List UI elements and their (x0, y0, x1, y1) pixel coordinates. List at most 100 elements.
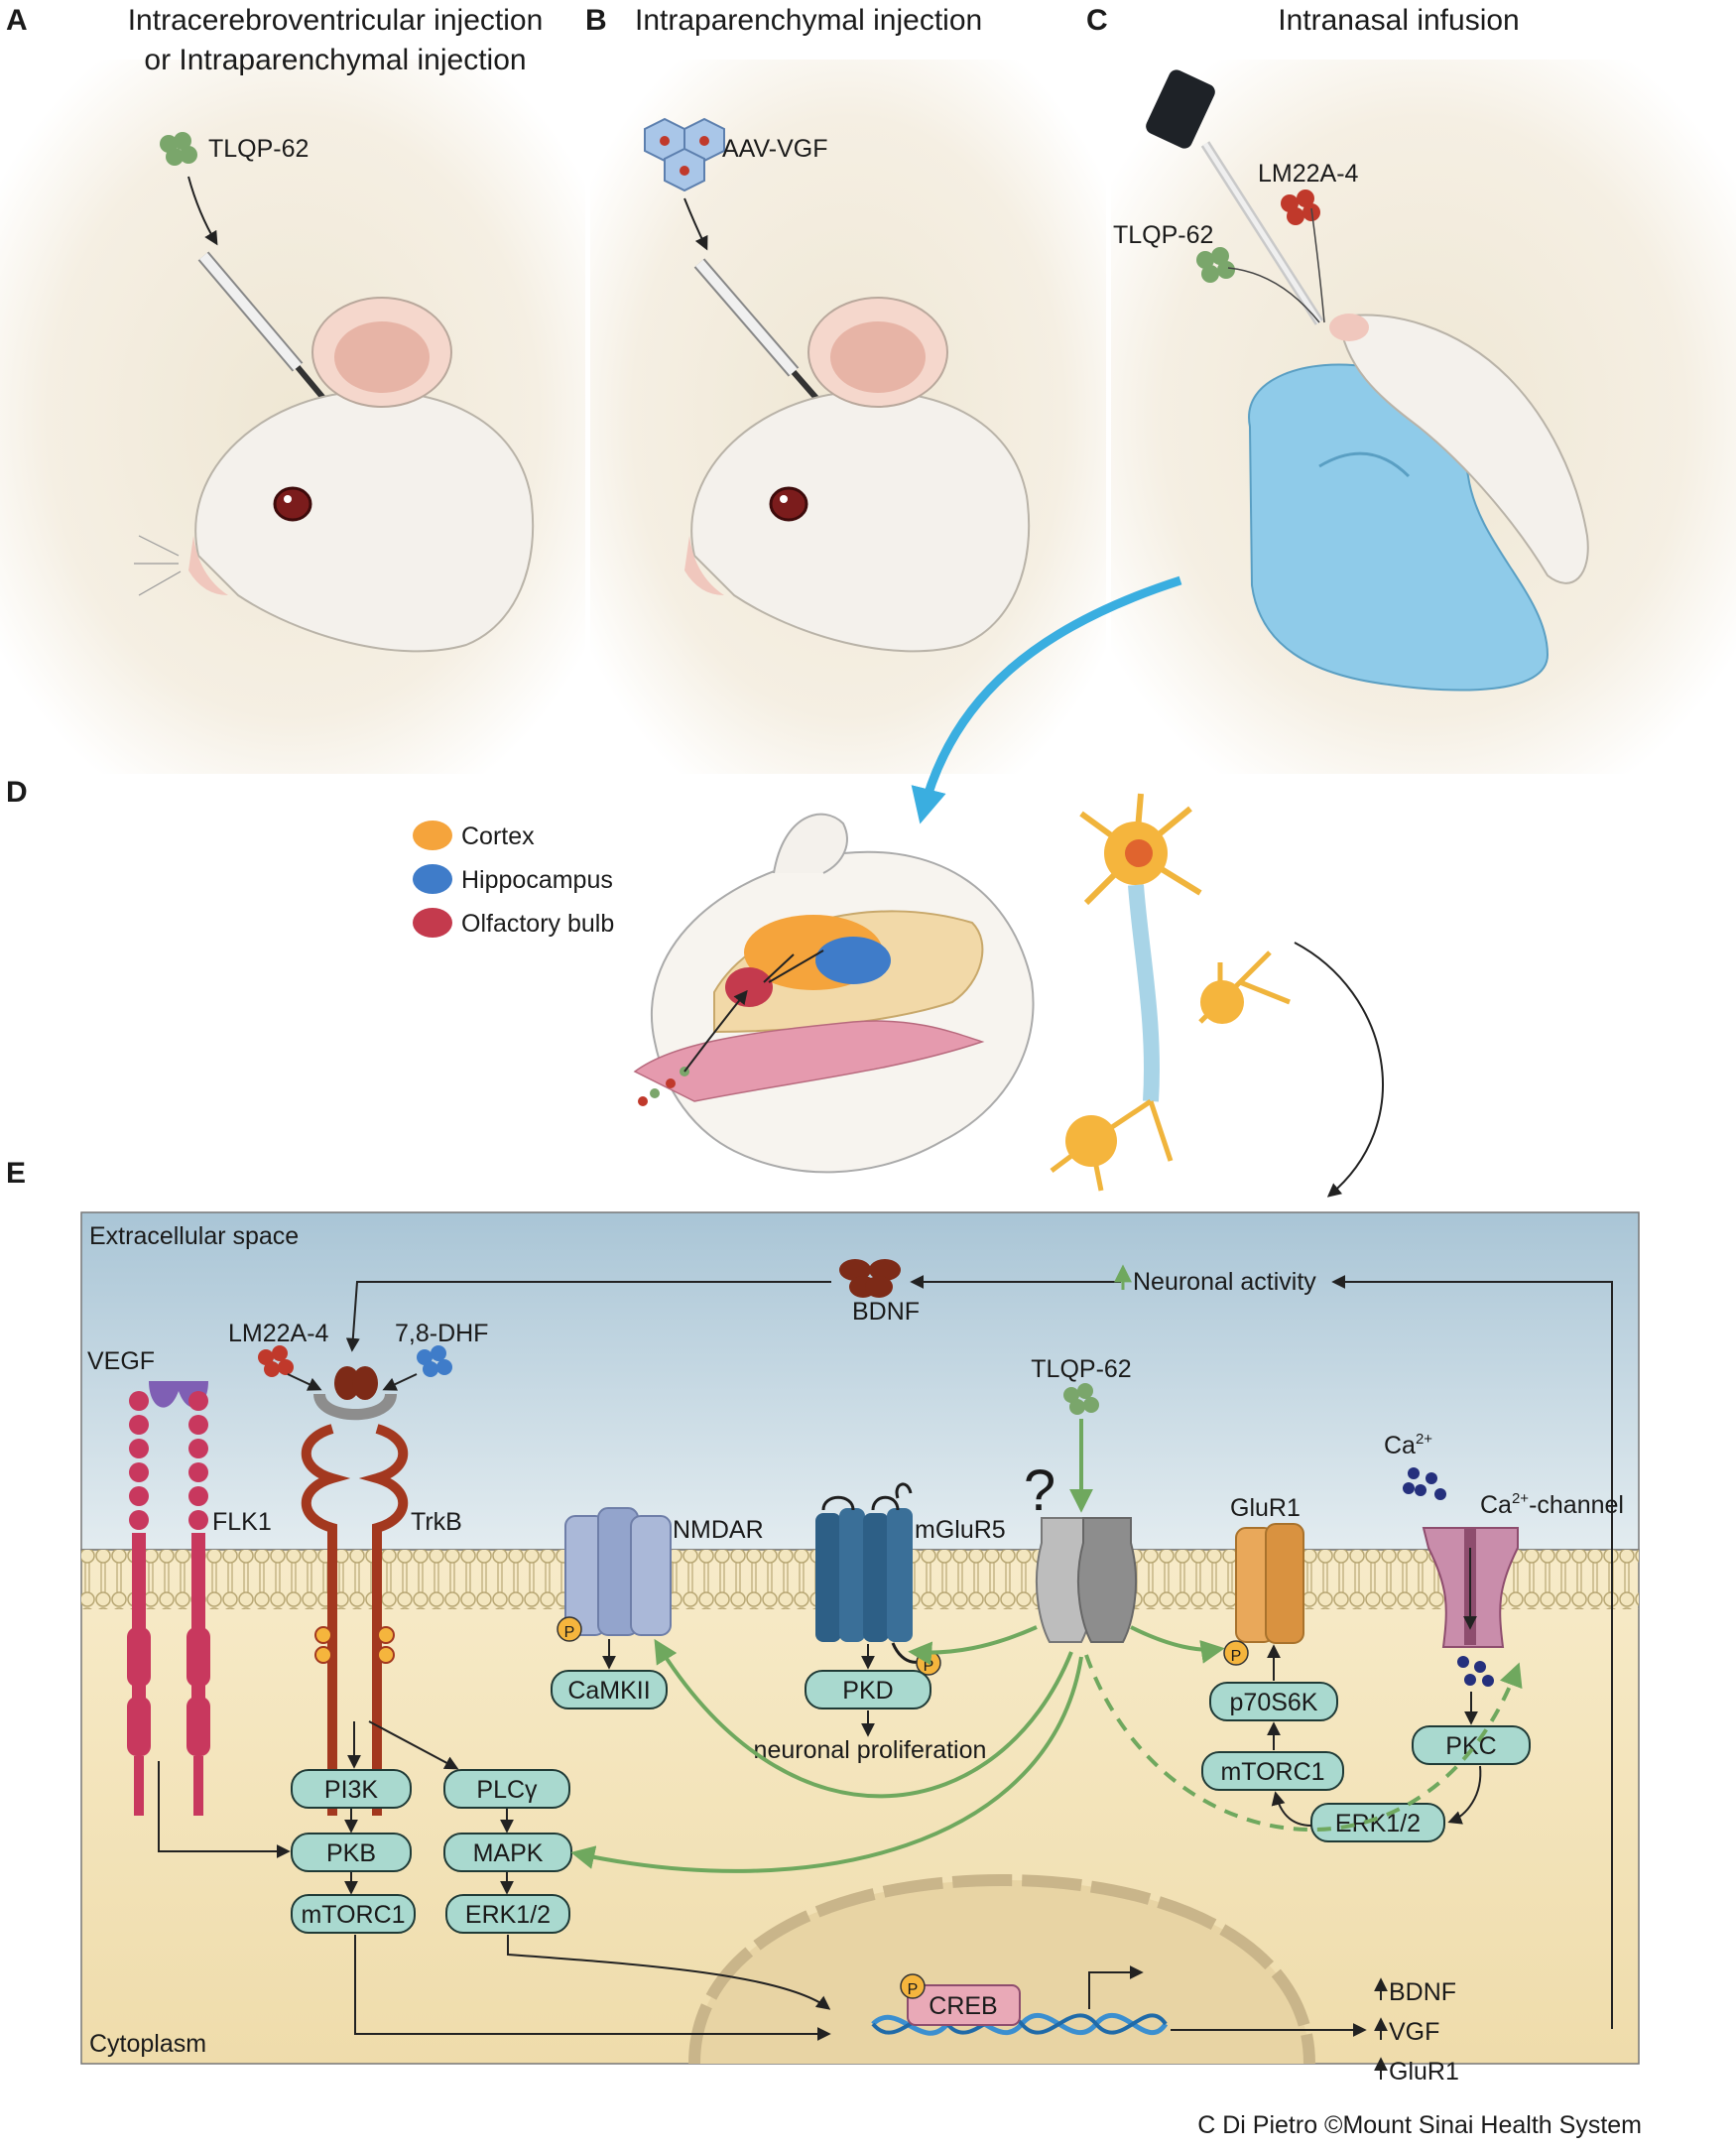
panel-c: C Intranasal infusion LM22A-4 TLQP-62 (911, 4, 1736, 824)
mglur5-receptor (815, 1482, 934, 1664)
panel-c-title: Intranasal infusion (1278, 4, 1520, 37)
lm22a4-label: LM22A-4 (228, 1320, 329, 1347)
ca-ions-extracellular (1403, 1467, 1446, 1500)
mouse-c (1329, 314, 1589, 584)
mglur5-label: mGluR5 (915, 1516, 1006, 1544)
vegf-label: VEGF (87, 1347, 155, 1375)
nmdar-label: NMDAR (673, 1516, 764, 1544)
mouse-head-sagittal (633, 813, 1035, 1174)
svg-text:P: P (924, 1658, 934, 1675)
panel-d: D Cortex Hippocampus Olfactory bulb (6, 776, 1384, 1198)
tlqp62-molecule (160, 132, 197, 166)
extracellular-space-label: Extracellular space (89, 1222, 299, 1250)
svg-text:mTORC1: mTORC1 (301, 1901, 405, 1929)
panel-letter-b: B (585, 4, 607, 37)
creb-box: CREB (907, 1984, 1021, 2026)
svg-text:CaMKII: CaMKII (567, 1677, 650, 1705)
mtorc1-right-box: mTORC1 (1201, 1751, 1344, 1791)
panel-c-compound-lm22a4: LM22A-4 (1258, 160, 1359, 188)
ca-channel-label: Ca2+-channel (1480, 1490, 1624, 1519)
svg-text:P: P (908, 1981, 919, 1998)
arrow-outputs-to-activity (1331, 1275, 1613, 2029)
tlqp62-molecule-c (1196, 247, 1235, 283)
erk-left-box: ERK1/2 (445, 1894, 570, 1934)
tlqp62-molecule-e (1063, 1383, 1099, 1415)
output-glur1: GluR1 (1389, 2058, 1459, 2086)
arrow-erk-to-creb (507, 1935, 831, 2010)
mtorc1-left-box: mTORC1 (291, 1894, 416, 1934)
panel-a-title-line1: Intracerebroventricular injection (128, 4, 544, 37)
flk1-receptor (127, 1391, 210, 1816)
lm22a4-molecule-e (258, 1345, 294, 1377)
svg-text:P: P (1231, 1648, 1242, 1665)
legend-swatch-olfactory-bulb (413, 908, 452, 938)
transcription-arrow (1088, 1965, 1144, 2009)
svg-text:p70S6K: p70S6K (1230, 1689, 1318, 1716)
ca-ions-intracellular (1457, 1656, 1494, 1687)
pkb-box: PKB (291, 1833, 412, 1872)
panel-a-compound: TLQP-62 (208, 135, 309, 163)
legend-swatch-hippocampus (413, 864, 452, 894)
nmdar-receptor (564, 1507, 672, 1636)
pkd-box: PKD (805, 1670, 931, 1709)
panel-letter-c: C (1086, 4, 1108, 37)
svg-text:PLCγ: PLCγ (476, 1776, 538, 1804)
mouse-b (684, 297, 1031, 653)
svg-text:MAPK: MAPK (473, 1839, 544, 1867)
arrow-a (187, 176, 218, 246)
panel-letter-a: A (6, 4, 28, 37)
neuronal-proliferation-label: neuronal proliferation (754, 1736, 987, 1764)
legend-swatch-cortex (413, 821, 452, 850)
arrow-mtorc1-to-creb (354, 1935, 831, 2041)
brain-region-legend: Cortex Hippocampus Olfactory bulb (413, 821, 614, 938)
panel-b-compound: AAV-VGF (722, 135, 828, 163)
credit-line: C Di Pietro ©Mount Sinai Health System (1197, 2111, 1642, 2139)
output-vgf: VGF (1389, 2018, 1439, 2046)
arrow-receptor-to-ca-channel (1084, 1654, 1523, 1833)
legend-label-cortex: Cortex (461, 822, 535, 850)
svg-text:ERK1/2: ERK1/2 (1335, 1810, 1421, 1837)
output-bdnf: BDNF (1389, 1978, 1456, 2006)
neuronal-activity-label: Neuronal activity (1133, 1268, 1316, 1296)
dhf-label: 7,8-DHF (395, 1320, 488, 1347)
arrow-receptor-to-mglur5 (908, 1625, 1038, 1666)
svg-text:CREB: CREB (929, 1992, 997, 2020)
phospho-creb: P (900, 1973, 926, 1999)
unknown-receptor (1035, 1517, 1138, 1643)
arrow-c-to-d (911, 575, 1182, 824)
unknown-receptor-question-mark: ? (1024, 1458, 1055, 1523)
dhf-molecule (417, 1345, 452, 1377)
tlqp62-label-e: TLQP-62 (1031, 1355, 1131, 1383)
pi3k-box: PI3K (291, 1769, 412, 1809)
neuron-illustration (1050, 793, 1291, 1192)
mouse-a (134, 297, 535, 653)
trkb-label: TrkB (411, 1508, 462, 1536)
panel-letter-e: E (6, 1157, 26, 1190)
panel-a: A Intracerebroventricular injection or I… (0, 4, 585, 774)
svg-text:PKC: PKC (1445, 1732, 1496, 1760)
mapk-box: MAPK (443, 1833, 572, 1872)
arrow-b (683, 197, 708, 251)
svg-text:PKB: PKB (326, 1839, 376, 1867)
panel-b-title: Intraparenchymal injection (635, 4, 982, 37)
flk1-label: FLK1 (212, 1508, 272, 1536)
phospho-glur1: P (1223, 1640, 1249, 1666)
ca-ion-label: Ca2+ (1384, 1431, 1432, 1459)
legend-label-hippocampus: Hippocampus (461, 866, 613, 894)
svg-text:ERK1/2: ERK1/2 (465, 1901, 551, 1929)
legend-label-olfactory-bulb: Olfactory bulb (461, 910, 614, 938)
panel-a-title-line2: or Intraparenchymal injection (144, 44, 526, 76)
svg-text:PI3K: PI3K (324, 1776, 379, 1804)
trkb-receptor (301, 1366, 409, 1816)
output-list: BDNF VGF GluR1 (1374, 1977, 1459, 2086)
panel-c-compound-tlqp62: TLQP-62 (1113, 221, 1213, 249)
camkii-box: CaMKII (551, 1670, 668, 1709)
bdnf-label: BDNF (852, 1298, 920, 1326)
erk-right-box: ERK1/2 (1310, 1803, 1445, 1842)
glur1-receptor (1235, 1523, 1304, 1644)
arrow-receptor-to-mapk (570, 1656, 1083, 1873)
phospho-nmdar: P (557, 1616, 582, 1642)
lm22a4-molecule-c (1281, 190, 1320, 225)
panel-letter-d: D (6, 776, 28, 809)
